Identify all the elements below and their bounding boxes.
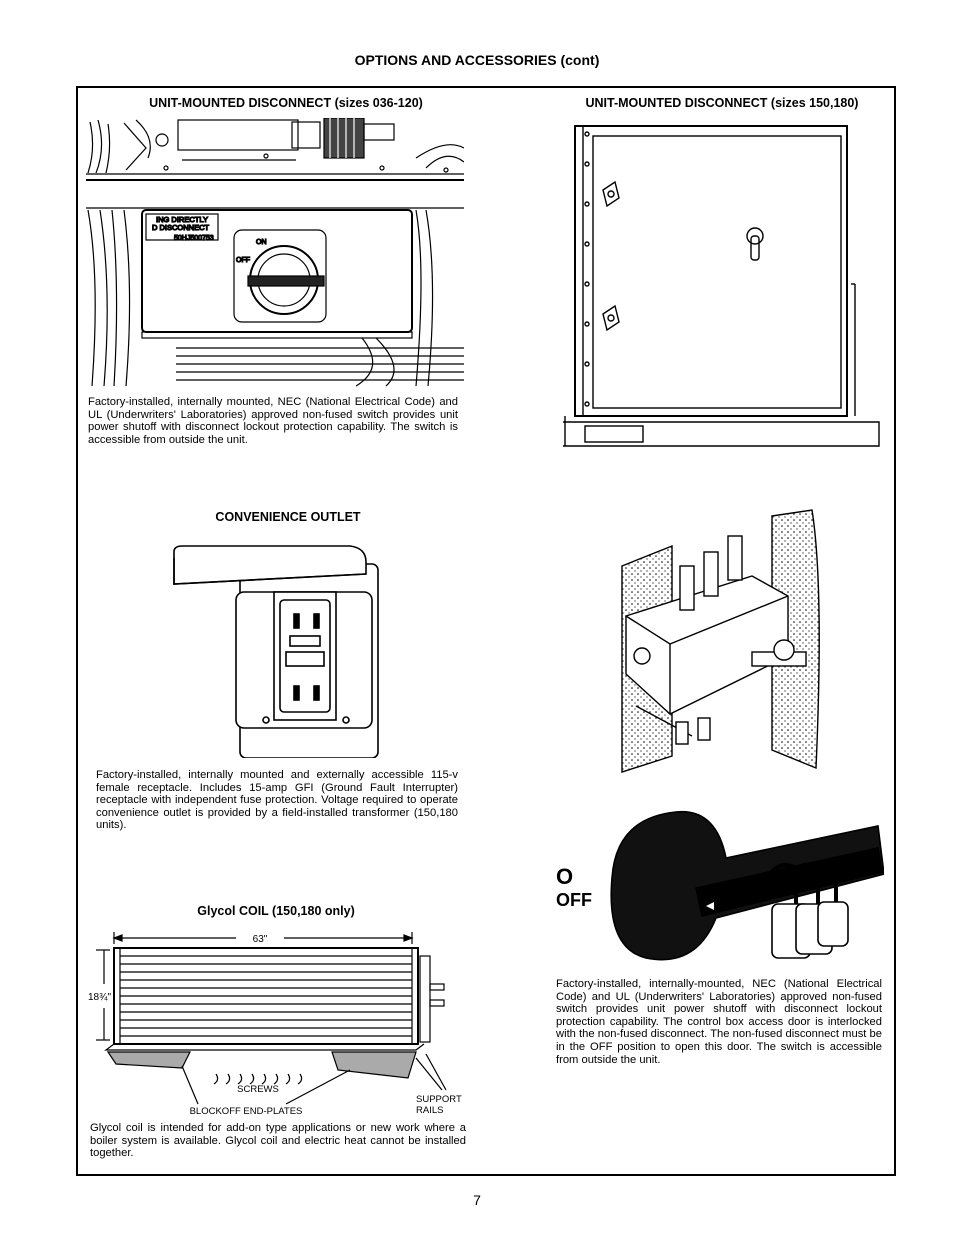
support-label-line-1: SUPPORT bbox=[416, 1094, 462, 1105]
disconnect-small-figure: ING DIRECTLY D DISCONNECT 50HJ500753 ON … bbox=[86, 118, 464, 387]
disconnect-box-view: ING DIRECTLY D DISCONNECT 50HJ500753 ON … bbox=[86, 207, 464, 387]
outlet-title: CONVENIENCE OUTLET bbox=[215, 510, 361, 524]
disconnect-handle-icon bbox=[746, 227, 764, 245]
glycol-description: Glycol coil is intended for add-on type … bbox=[90, 1122, 466, 1160]
off-text-label: OFF bbox=[556, 890, 592, 910]
handle-lockout-figure: O OFF bbox=[556, 810, 884, 961]
control-box-door-figure bbox=[563, 125, 880, 447]
coil-height-dimension: 18¾" bbox=[88, 992, 111, 1003]
label-line-2: D DISCONNECT bbox=[152, 223, 210, 232]
glycol-coil-figure: 63" 18¾" SCREWS BLOCKOFF END-PLATES SUPP… bbox=[88, 932, 462, 1117]
disconnect-small-description: Factory-installed, internally mounted, N… bbox=[88, 396, 458, 446]
content-frame bbox=[76, 86, 896, 1176]
disconnect-large-title: UNIT-MOUNTED DISCONNECT (sizes 150,180) bbox=[585, 96, 859, 110]
latch-icon bbox=[602, 304, 620, 332]
disconnect-large-description: Factory-installed, internally-mounted, N… bbox=[556, 978, 882, 1066]
switch-off-label: OFF bbox=[236, 257, 250, 264]
switch-mechanism-figure bbox=[621, 509, 820, 773]
part-number: 50HJ500753 bbox=[174, 235, 214, 242]
unit-interior-strip bbox=[86, 118, 464, 181]
label-line-1: ING DIRECTLY bbox=[156, 215, 208, 224]
page-number: 7 bbox=[473, 1192, 481, 1208]
page-title: OPTIONS AND ACCESSORIES (cont) bbox=[354, 52, 600, 68]
disconnect-small-title: UNIT-MOUNTED DISCONNECT (sizes 036-120) bbox=[149, 96, 423, 110]
convenience-outlet-figure bbox=[173, 545, 379, 758]
outlet-description: Factory-installed, internally mounted an… bbox=[96, 769, 458, 832]
switch-on-label: ON bbox=[256, 239, 267, 246]
blockoff-label: BLOCKOFF END-PLATES bbox=[190, 1106, 303, 1117]
support-label-line-2: RAILS bbox=[416, 1105, 443, 1116]
coil-width-dimension: 63" bbox=[253, 934, 268, 945]
glycol-title: Glycol COIL (150,180 only) bbox=[197, 904, 355, 918]
off-symbol-label: O bbox=[556, 864, 573, 889]
latch-icon bbox=[602, 180, 620, 208]
screws-label: SCREWS bbox=[237, 1084, 279, 1095]
